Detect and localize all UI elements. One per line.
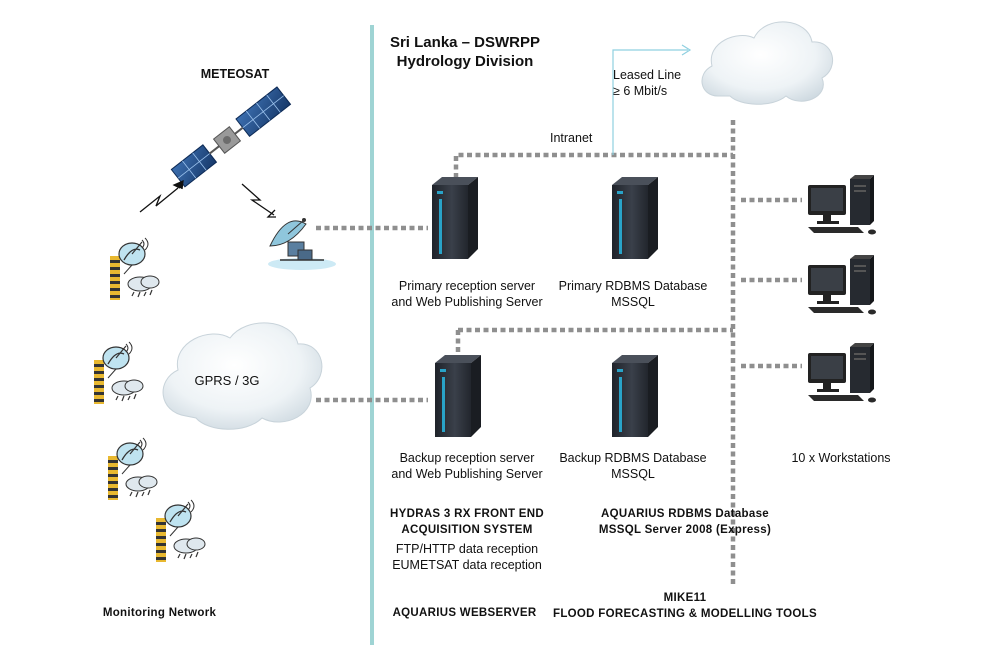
primary-db-label-1: Primary RDBMS Database <box>558 279 708 293</box>
backup-db-label-2: MSSQL <box>611 467 655 481</box>
hydras-reception-label: FTP/HTTP data reception EUMETSAT data re… <box>382 541 552 573</box>
workstation-icon <box>808 343 876 403</box>
intranet-link <box>453 152 733 178</box>
monitoring-station-icon <box>155 499 206 563</box>
radio-link-lines <box>139 179 276 218</box>
monitoring-station-icon <box>109 237 160 301</box>
section-divider-line <box>370 25 374 645</box>
network-links <box>316 120 802 585</box>
aquarius-webserver-label: AQUARIUS WEBSERVER <box>392 607 537 619</box>
workstation-icon <box>808 255 876 315</box>
monitoring-network-label: Monitoring Network <box>102 607 217 619</box>
backup-reception-label-2: and Web Publishing Server <box>391 467 543 481</box>
aquarius-db-label-1: AQUARIUS RDBMS Database <box>601 508 769 520</box>
backup-reception-label: Backup reception server and Web Publishi… <box>372 450 562 482</box>
leased-line-label: Leased Line ≥ 6 Mbit/s <box>613 67 681 99</box>
title-line-2: Hydrology Division <box>396 53 534 70</box>
monitoring-station-icon <box>93 341 144 405</box>
backup-db-label: Backup RDBMS Database MSSQL <box>548 450 718 482</box>
primary-reception-label-2: and Web Publishing Server <box>391 295 543 309</box>
satellite-icon <box>170 86 292 188</box>
mike11-label: MIKE11 FLOOD FORECASTING & MODELLING TOO… <box>540 590 830 622</box>
cloud-external-icon <box>701 21 833 105</box>
primary-reception-label: Primary reception server and Web Publish… <box>372 278 562 310</box>
workstations-label: 10 x Workstations <box>791 451 891 465</box>
hydras-label-4: EUMETSAT data reception <box>392 558 542 572</box>
hydras-system-label: HYDRAS 3 RX FRONT END ACQUISITION SYSTEM <box>382 506 552 538</box>
satellite-dish-icon <box>268 218 336 270</box>
intranet-label: Intranet <box>550 131 593 145</box>
primary-reception-server-icon <box>432 177 478 259</box>
title-line-1: Sri Lanka – DSWRPP <box>389 34 541 51</box>
hydras-label-1: HYDRAS 3 RX FRONT END <box>390 508 544 520</box>
satellite-label: METEOSAT <box>200 67 270 81</box>
primary-reception-label-1: Primary reception server <box>398 279 536 293</box>
diagram-title: Sri Lanka – DSWRPP Hydrology Division <box>380 33 550 71</box>
backup-db-server-icon <box>612 355 658 437</box>
monitoring-station-icon <box>107 437 158 501</box>
aquarius-db-label-2: MSSQL Server 2008 (Express) <box>598 524 772 536</box>
hydras-label-2: ACQUISITION SYSTEM <box>401 524 533 536</box>
mike11-label-1: MIKE11 <box>663 592 707 604</box>
primary-db-server-icon <box>612 177 658 259</box>
backup-db-label-1: Backup RDBMS Database <box>559 451 707 465</box>
hydras-label-3: FTP/HTTP data reception <box>395 542 539 556</box>
leased-line-label-1: Leased Line <box>613 68 682 82</box>
primary-db-label-2: MSSQL <box>611 295 655 309</box>
leased-line-label-2: ≥ 6 Mbit/s <box>613 84 668 98</box>
primary-db-label: Primary RDBMS Database MSSQL <box>548 278 718 310</box>
mike11-label-2: FLOOD FORECASTING & MODELLING TOOLS <box>553 608 817 620</box>
aquarius-db-label: AQUARIUS RDBMS Database MSSQL Server 200… <box>590 506 780 538</box>
backup-reception-label-1: Backup reception server <box>399 451 535 465</box>
backup-reception-server-icon <box>435 355 481 437</box>
gprs-cloud-label: GPRS / 3G <box>194 373 260 388</box>
cloud-gprs-icon <box>162 322 323 430</box>
workstation-icon <box>808 175 876 235</box>
leased-line-arrow <box>612 44 692 155</box>
